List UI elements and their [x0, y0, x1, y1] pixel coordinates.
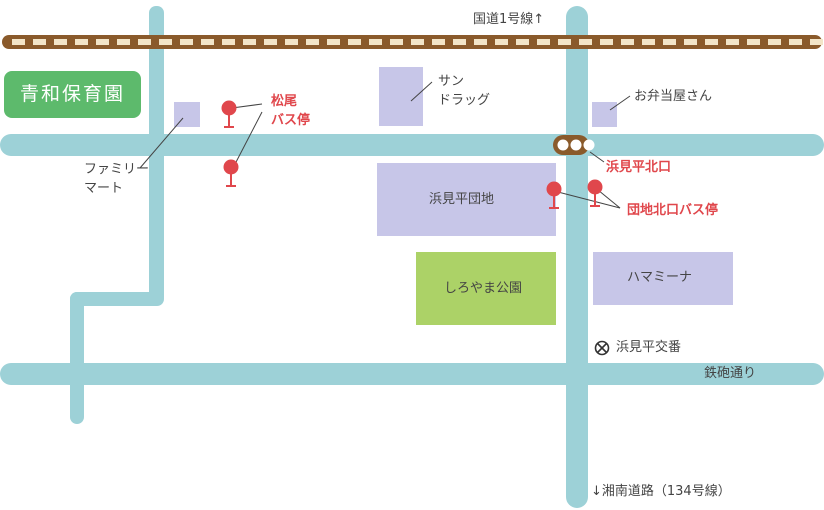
leader-sun-drug: [410, 81, 433, 102]
leader-signal: [589, 151, 605, 163]
sun-drug-label: サン ドラッグ: [438, 72, 490, 110]
shonan-road-label: ↓湘南道路（134号線）: [591, 484, 731, 499]
sun-drug-label-line2: ドラッグ: [438, 93, 491, 108]
leader-danchi-bus-a: [557, 191, 621, 209]
railway-tie: [411, 39, 424, 45]
railway-tie: [390, 39, 403, 45]
railway-tie: [558, 39, 571, 45]
railway: [2, 35, 823, 49]
leader-matsuo-b: [233, 111, 263, 167]
railway-tie: [726, 39, 739, 45]
railway-tie: [285, 39, 298, 45]
police-box-label: 浜見平交番: [616, 340, 682, 355]
building-bento: [592, 102, 617, 127]
leader-family-mart: [139, 117, 184, 169]
park-label: しろやま公園: [444, 281, 523, 296]
bus-stop-danchi-east: [587, 179, 603, 207]
railway-tie: [579, 39, 592, 45]
police-box-icon: [594, 340, 610, 356]
railway-tie: [264, 39, 277, 45]
railway-tie: [600, 39, 613, 45]
road-left-vertical: [149, 6, 164, 304]
railway-tie: [180, 39, 193, 45]
railway-tie: [306, 39, 319, 45]
railway-tie: [432, 39, 445, 45]
railway-tie: [54, 39, 67, 45]
sun-drug-label-line1: サン: [438, 74, 465, 89]
leader-bento: [609, 95, 631, 111]
railway-tie: [684, 39, 697, 45]
railway-tie: [348, 39, 361, 45]
railway-label: 国道1号線↑: [473, 12, 545, 27]
page-title: 青和保育園: [4, 71, 141, 118]
railway-tie: [768, 39, 781, 45]
family-mart-label-line1: ファミリー: [84, 162, 150, 177]
railway-tie: [222, 39, 235, 45]
railway-tie: [663, 39, 676, 45]
traffic-signal-icon: [553, 135, 595, 155]
family-mart-label: ファミリー マート: [84, 160, 149, 198]
leader-matsuo-a: [231, 103, 263, 109]
park-shiroyama: [416, 252, 556, 325]
danchi-label: 浜見平団地: [429, 192, 495, 207]
railway-tie: [642, 39, 655, 45]
matsuo-bus-stop-label: 松尾 バス停: [271, 92, 310, 130]
bus-stop-matsuo-north: [221, 100, 237, 128]
leader-danchi-bus-b: [597, 189, 621, 209]
building-danchi: [377, 163, 556, 236]
road-tetsupo: [0, 363, 824, 385]
matsuo-bus-stop-line1: 松尾: [271, 94, 298, 109]
railway-tie: [12, 39, 25, 45]
signal-label: 浜見平北口: [606, 160, 672, 175]
bus-stop-danchi-west: [546, 181, 562, 209]
family-mart-label-line2: マート: [84, 181, 124, 196]
railway-tie: [243, 39, 256, 45]
road-main-upper: [0, 134, 824, 156]
bus-stop-matsuo-south: [223, 159, 239, 187]
roads: [0, 6, 824, 508]
railway-tie: [705, 39, 718, 45]
buildings: [174, 67, 733, 325]
railway-tie: [516, 39, 529, 45]
leader-lines: [139, 81, 631, 209]
railway-tie: [810, 39, 823, 45]
railway-tie: [117, 39, 130, 45]
danchi-bus-stop-label: 団地北口バス停: [627, 203, 719, 218]
railway-tie: [159, 39, 172, 45]
bento-label: お弁当屋さん: [634, 89, 713, 104]
tetsupo-road-label: 鉄砲通り: [704, 366, 757, 381]
railway-tie: [747, 39, 760, 45]
railway-tie: [327, 39, 340, 45]
railway-tie: [537, 39, 550, 45]
railway-tie: [75, 39, 88, 45]
railway-tie: [453, 39, 466, 45]
hamamina-label: ハマミーナ: [627, 270, 693, 285]
building-hamamina: [593, 252, 733, 305]
railway-tie: [138, 39, 151, 45]
railway-tie: [621, 39, 634, 45]
bus-stops: [221, 100, 603, 209]
railway-tie: [96, 39, 109, 45]
railway-tie: [474, 39, 487, 45]
railway-tie: [33, 39, 46, 45]
road-left-connector: [70, 292, 164, 306]
road-shonan-vertical: [566, 6, 588, 508]
road-left-lower: [70, 292, 84, 424]
railway-tie: [201, 39, 214, 45]
railway-tie: [789, 39, 802, 45]
matsuo-bus-stop-line2: バス停: [271, 113, 311, 128]
railway-ties: [12, 39, 823, 45]
railway-tie: [495, 39, 508, 45]
railway-tie: [369, 39, 382, 45]
